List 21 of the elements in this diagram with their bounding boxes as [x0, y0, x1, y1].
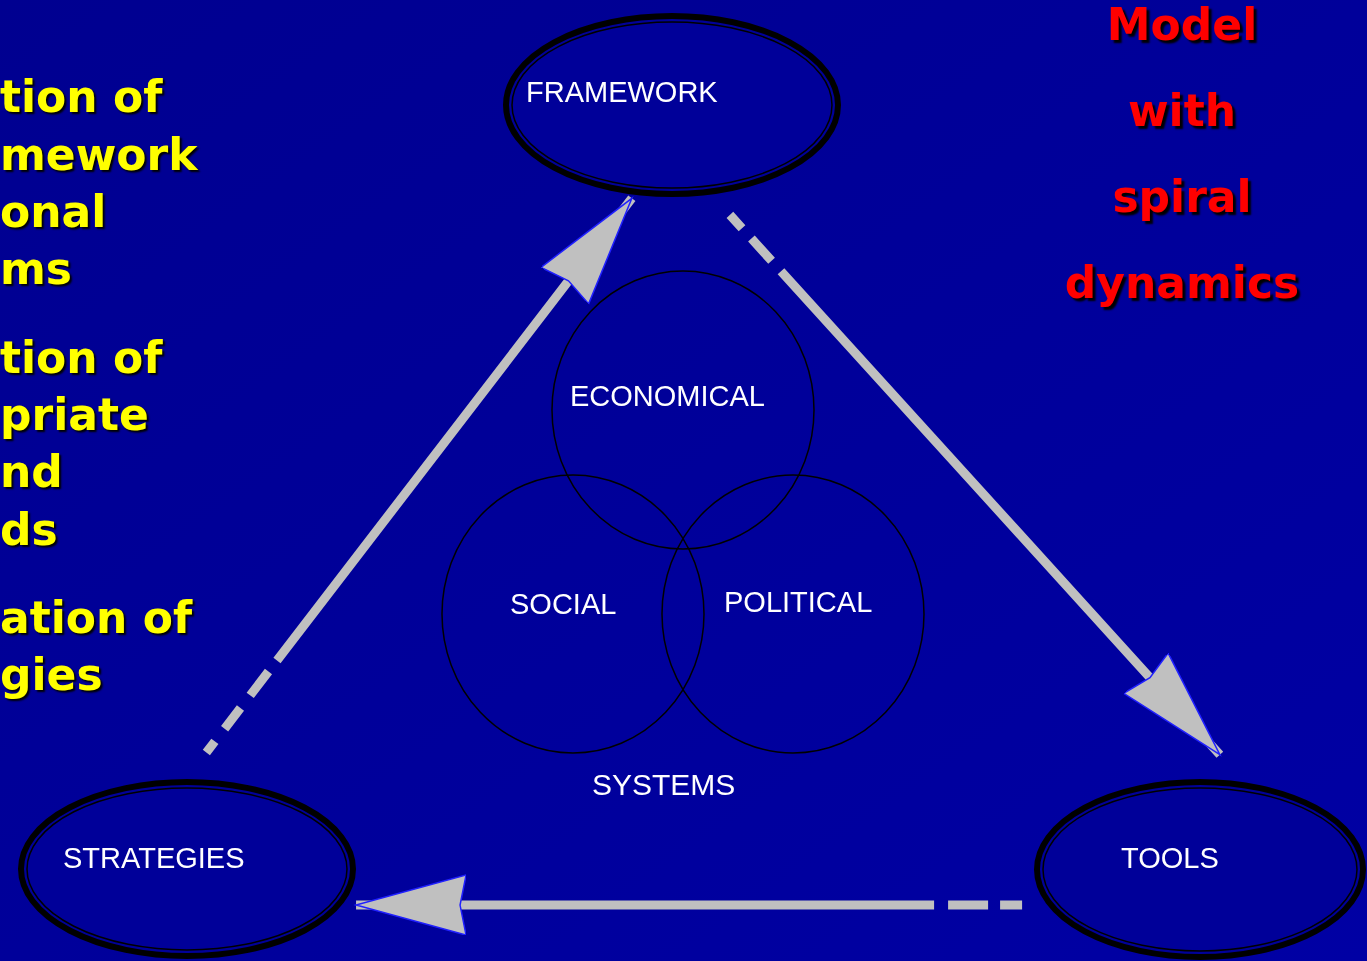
text-fragment: tion of: [0, 336, 163, 380]
text-fragment: ms: [0, 247, 73, 291]
node-label: POLITICAL: [724, 588, 873, 617]
node-label: FRAMEWORK: [526, 78, 718, 107]
node-label: SOCIAL: [510, 590, 617, 619]
text-fragment: priate: [0, 393, 149, 437]
node-label: STRATEGIES: [63, 844, 245, 873]
title-text: Model with spiral dynamics: [1063, 0, 1301, 310]
text-fragment: gies: [0, 653, 103, 697]
text-fragment: tion of: [0, 75, 163, 119]
node-label: ECONOMICAL: [570, 382, 765, 411]
text-fragment: ation of: [0, 596, 193, 640]
arrow: [355, 874, 1023, 936]
text-fragment: onal: [0, 190, 107, 234]
arrow: [202, 195, 636, 756]
text-fragment: ds: [0, 508, 58, 552]
arrow: [726, 211, 1224, 758]
node-label: TOOLS: [1121, 844, 1219, 873]
text-fragment: mework: [0, 133, 198, 177]
text-fragment: nd: [0, 450, 63, 494]
diagram-label: SYSTEMS: [592, 770, 736, 800]
